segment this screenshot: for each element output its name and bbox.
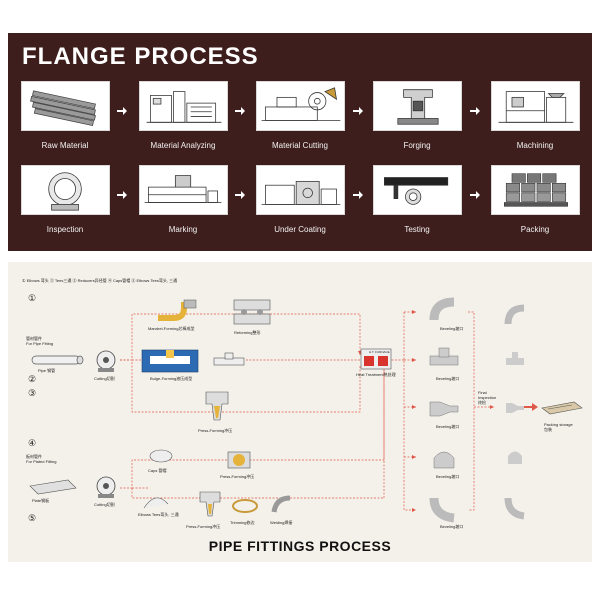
bulge-forming-icon [141,349,199,373]
pipe-label: Pipe 钢管 [38,368,56,373]
coating-machine-icon [256,165,345,215]
arrow-right-icon [470,102,480,115]
plate-label: Plate钢板 [32,498,50,503]
elbow-fitting-icon [504,497,525,520]
step-marker: ① [28,293,37,303]
plated-fitting-label: 板材管件 For Plated Fitting [26,454,57,464]
step-marker: ⑤ [28,513,37,523]
analyzer-machine-icon [139,81,228,131]
reducer-fitting-icon [506,403,524,413]
step-label: Under Coating [274,225,326,234]
arrow-right-icon [235,186,245,199]
tee-blank-icon [213,352,245,366]
furnace-tag: H.T. FURNACE [369,350,390,354]
arrow-right-icon [353,186,363,199]
step-label: Inspection [46,225,84,234]
trimming-ring-icon [232,499,258,513]
raw-material-icon [21,81,110,131]
step-label: Forging [403,141,431,150]
steel-plate-icon [29,479,77,495]
bulge-forming-label: Bulge-Forming液压成型 [150,376,193,381]
arrow-right-icon [353,102,363,115]
caps-label: Caps 管帽 [148,468,167,473]
arrow-right-icon [235,102,245,115]
cutting-saw-icon [96,350,116,372]
trimming-label: Trimming修边 [230,520,255,525]
press-forming-label: Press-Forming冲压 [198,428,233,433]
flange-process-panel: FLANGE PROCESS [8,33,592,251]
testing-gauge-icon [373,165,462,215]
press-forming-icon [199,491,221,517]
process-flow-lines [120,310,538,512]
packing-storage-label: Packing storage 包装 [544,422,573,432]
marking-machine-icon [139,165,228,215]
mandrel-forming-label: Mandrel-Forming芯棒成型 [148,326,195,331]
welded-elbow-icon [271,495,291,513]
step-label: Material Analyzing [150,141,216,150]
mandrel-forming-icon [158,299,197,321]
cutting-label: Cutting切割 [94,502,115,507]
packing-box-icon [541,401,583,415]
cap-fitting-icon [433,451,455,469]
machining-center-icon [491,81,580,131]
elbow-fitting-icon [429,497,455,523]
beveling-label: Beveling坡口 [436,376,460,381]
step-marker: ② [28,374,37,384]
elbow-fitting-icon [504,304,525,325]
step-marker: ④ [28,438,37,448]
tee-fitting-icon [429,347,459,366]
cap-blank-icon [149,449,173,463]
cutting-saw-icon [96,476,116,498]
step-label: Material Cutting [271,141,329,150]
beveling-label: Beveling坡口 [440,326,464,331]
cap-fitting-icon [508,451,522,464]
press-forming-icon [205,391,229,421]
heat-treatment-furnace-icon [360,348,392,370]
final-inspection-label: Final Inspection 终检 [478,390,497,405]
fitting-type-legend: ① Elbows 弯头 ② Tees三通 ③ Reducers异径管 ④ Cap… [22,278,178,283]
step-label: Machining [516,141,554,150]
welding-label: Welding焊接 [270,520,293,525]
pipe-fitting-label: 管材管件 For Pipe Fitting [26,336,54,346]
pipe-icon [31,355,84,365]
reforming-label: Reforming整形 [234,330,261,335]
cutting-machine-icon [256,81,345,131]
arrow-right-icon [117,102,127,115]
press-forming-label: Press-Forming冲压 [186,524,221,529]
step-label: Marking [168,225,198,234]
reforming-die-icon [233,299,271,325]
step-label: Packing [520,225,550,234]
pipe-fittings-process-title: PIPE FITTINGS PROCESS [208,538,392,554]
flange-process-title: FLANGE PROCESS [22,43,259,70]
step-label: Raw Material [41,141,89,150]
elbow-fitting-icon [429,297,455,321]
cap-die-icon [227,451,251,469]
tee-fitting-icon [506,352,524,365]
pallet-crates-icon [491,165,580,215]
arrow-right-icon [117,186,127,199]
arrow-right-icon [470,186,480,199]
step-label: Testing [404,225,430,234]
reducer-fitting-icon [429,401,459,417]
beveling-label: Beveling坡口 [436,424,460,429]
beveling-label: Beveling坡口 [436,474,460,479]
beveling-label: Beveling坡口 [440,524,464,529]
press-forming-label: Press-Forming冲压 [220,474,255,479]
forging-press-icon [373,81,462,131]
flange-ring-icon [21,165,110,215]
pipe-fittings-panel: ① Elbows 弯头 ② Tees三通 ③ Reducers异径管 ④ Cap… [8,262,592,562]
step-marker: ③ [28,388,37,398]
elbows-tees-label: Elbows Tees弯头, 三通 [138,512,179,517]
cutting-label: Cutting切割 [94,376,115,381]
heat-treatment-label: Heat Treatment热处理 [356,372,396,377]
elbow-blank-icon [143,497,169,509]
